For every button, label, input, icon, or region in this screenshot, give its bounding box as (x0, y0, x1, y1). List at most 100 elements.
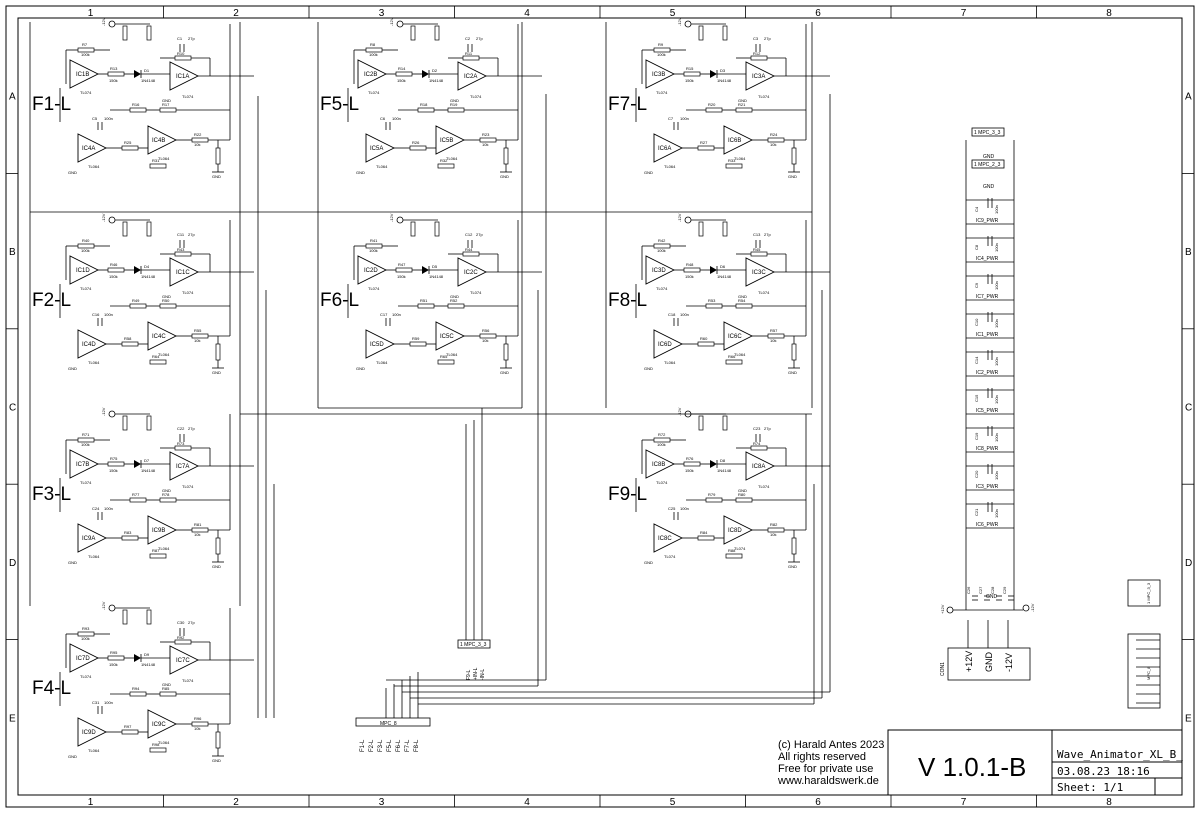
diode-type: 1N4148 (141, 274, 156, 279)
opamp-type: TL074 (758, 290, 770, 295)
resistor-label: R85 (162, 686, 170, 691)
column-marker: 6 (815, 797, 821, 808)
resistor-label: R53 (708, 298, 716, 303)
bus-output-label: F6-L (396, 739, 402, 752)
mpc-power-connector (971, 127, 1005, 137)
resistor-label: R79 (708, 492, 716, 497)
opamp-type: TL074 (470, 94, 482, 99)
capacitor-label: C20 (974, 470, 979, 478)
gnd-label: GND (644, 560, 653, 565)
resistor-value: 100k (369, 52, 378, 57)
capacitor-label: C16 (92, 312, 100, 317)
opamp-symbol (69, 449, 100, 479)
resistor-label: R94 (132, 686, 140, 691)
opamp-symbol (365, 329, 396, 359)
resistor-label: R9 (658, 42, 664, 47)
capacitor-label: C31 (92, 700, 100, 705)
diode-type: 1N4148 (429, 78, 444, 83)
resistor-label: R48 (686, 262, 694, 267)
column-marker: 1 (88, 797, 94, 808)
resistor (107, 71, 125, 77)
row-marker: C (9, 403, 16, 414)
capacitor-label: C10 (974, 318, 979, 326)
resistor-label: R98 (152, 742, 160, 747)
resistor-label: R40 (82, 238, 90, 243)
resistor (750, 251, 768, 257)
opamp-name: IC8A (752, 464, 765, 470)
resistor (129, 691, 147, 697)
resistor-label: R33 (728, 158, 736, 163)
opamp-name: IC1D (76, 268, 90, 274)
capacitor-label: C29 (1002, 586, 1007, 594)
resistor (683, 267, 701, 273)
mpc8-connector (355, 717, 431, 727)
resistor (122, 609, 128, 625)
diode-label: D7 (144, 458, 150, 463)
resistor-value: 10k (482, 338, 488, 343)
resistor (146, 609, 152, 625)
bus-output-label: F3-L (378, 739, 384, 752)
capacitor-label: C28 (990, 586, 995, 594)
sheet-number: Sheet: 1/1 (1057, 781, 1123, 794)
opamp-type: TL074 (368, 90, 380, 95)
column-marker: 4 (524, 8, 530, 19)
gnd-label: GND (983, 184, 995, 190)
power-connector-label: CON1 (940, 662, 946, 676)
resistor-value: 150k (109, 468, 118, 473)
opamp-type: TL074 (182, 484, 194, 489)
power-connector (947, 647, 1031, 681)
resistor (174, 55, 192, 61)
resistor-value: 150k (109, 662, 118, 667)
resistor-label: R64 (152, 354, 160, 359)
version-label: V 1.0.1-B (918, 752, 1026, 782)
resistor-label: R97 (124, 724, 132, 729)
ic-power-label: IC5_PWR (976, 408, 999, 414)
resistor-label: R57 (770, 328, 778, 333)
resistor-label: R7 (82, 42, 88, 47)
resistor-label: R96 (194, 716, 202, 721)
filter-label: F1-L (32, 94, 71, 115)
copyright-line: Free for private use (778, 763, 873, 775)
resistor-label: R50 (162, 298, 170, 303)
supply-symbol (108, 410, 116, 418)
capacitor-label: C18 (668, 312, 676, 317)
mpc3-pin-label: +IN-L (473, 667, 479, 680)
resistor (174, 251, 192, 257)
opamp-name: IC5C (440, 334, 454, 340)
gnd-label: GND (212, 174, 221, 179)
opamp-symbol (357, 255, 388, 285)
resistor (121, 729, 139, 735)
resistor (698, 415, 704, 431)
resistor (725, 359, 743, 365)
row-marker: D (1185, 558, 1192, 569)
opamp-name: IC7D (76, 656, 90, 662)
capacitor-label: C1 (177, 36, 183, 41)
resistor-label: R84 (700, 530, 708, 535)
resistor-label: R88 (728, 548, 736, 553)
opamp-type: TL064 (88, 554, 100, 559)
opamp-symbol (745, 257, 776, 287)
resistor (735, 303, 753, 309)
title-block: V 1.0.1-B Wave_Animator_XL_B_ 03.08.23 1… (887, 729, 1183, 796)
rail-label: +12V (940, 604, 945, 614)
resistor-label: R74 (753, 441, 761, 446)
gnd-label: GND (788, 174, 797, 179)
diode-type: 1N4148 (141, 78, 156, 83)
capacitor-label: C5 (92, 116, 98, 121)
supply-label: -12V (677, 17, 682, 26)
resistor-label: R54 (738, 298, 746, 303)
capacitor-value: 27p (764, 426, 771, 431)
gnd-label: GND (212, 564, 221, 569)
gnd-label: GND (983, 154, 995, 160)
opamp-symbol (69, 643, 100, 673)
resistor (149, 747, 167, 753)
opamp-name: IC4D (82, 342, 96, 348)
opamp-symbol (147, 125, 178, 155)
resistor-label: R8 (370, 42, 376, 47)
opamp-symbol (435, 321, 466, 351)
resistor-label: R45 (753, 247, 761, 252)
resistor (215, 731, 221, 749)
